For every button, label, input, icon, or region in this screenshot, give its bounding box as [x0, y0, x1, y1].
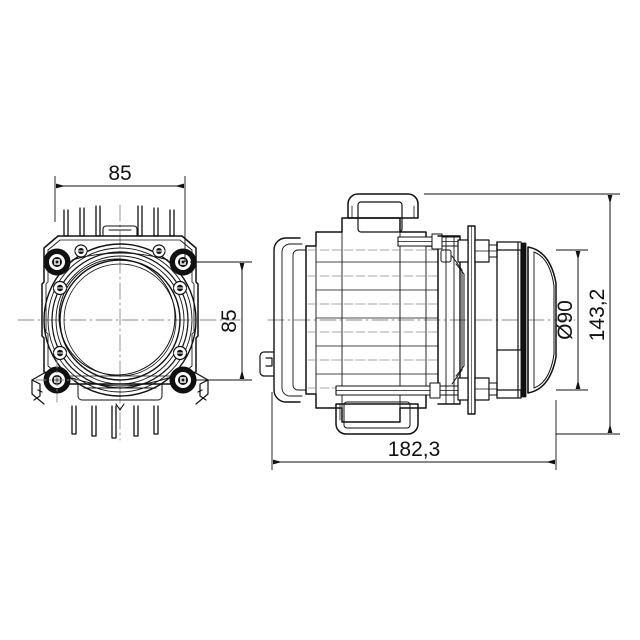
bottom-cooling-pins [71, 405, 159, 439]
dimension-overall-height: 143,2 [424, 193, 620, 435]
flange-bolt-top [457, 239, 498, 263]
rear-cover-bracket [259, 237, 307, 403]
front-housing-outline [41, 235, 199, 385]
screw-top-left [74, 244, 88, 258]
flange-plate [457, 225, 498, 415]
dimension-front-height: 85 [190, 261, 252, 381]
dimension-label-front-width: 85 [108, 162, 131, 185]
dimension-lens-diameter: Ø90 [554, 249, 588, 391]
bottom-connector-box [335, 401, 419, 435]
dimension-label-lens-diameter: Ø90 [554, 300, 577, 340]
housing-body [305, 217, 439, 423]
screw-mid-right [172, 280, 188, 296]
bottom-centre-notch [115, 403, 125, 411]
flange-bolt-bottom [457, 377, 498, 401]
mounting-frame [437, 235, 465, 405]
screw-low-right [172, 345, 188, 361]
screw-low-left [52, 345, 68, 361]
dimension-annotations: 85 85 Ø90 143,2 182,3 [54, 162, 620, 470]
screw-mid-left [52, 280, 68, 296]
front-view [17, 204, 241, 441]
small-fasteners [52, 244, 188, 361]
lens-assembly-side [496, 241, 557, 399]
lens-bottom-shroud [71, 377, 169, 401]
side-view [259, 193, 576, 435]
bolt-centre-crosshair [35, 357, 81, 403]
dimension-front-width: 85 [54, 162, 186, 262]
dimension-label-front-height: 85 [218, 309, 241, 332]
dimension-label-overall-length: 182,3 [388, 438, 441, 461]
bolt-top-left [43, 248, 71, 276]
dimension-label-overall-height: 143,2 [586, 289, 609, 342]
bolt-top-right [169, 248, 197, 276]
lens-offset-arc [58, 258, 176, 376]
screw-top-right [152, 244, 166, 258]
bolt-bottom-right [169, 366, 197, 394]
top-connector-box [347, 193, 419, 233]
adjuster-rods [335, 233, 461, 399]
dimension-overall-length: 182,3 [271, 392, 557, 470]
front-housing-inner-outline [45, 239, 195, 377]
mounting-ears [31, 371, 209, 405]
